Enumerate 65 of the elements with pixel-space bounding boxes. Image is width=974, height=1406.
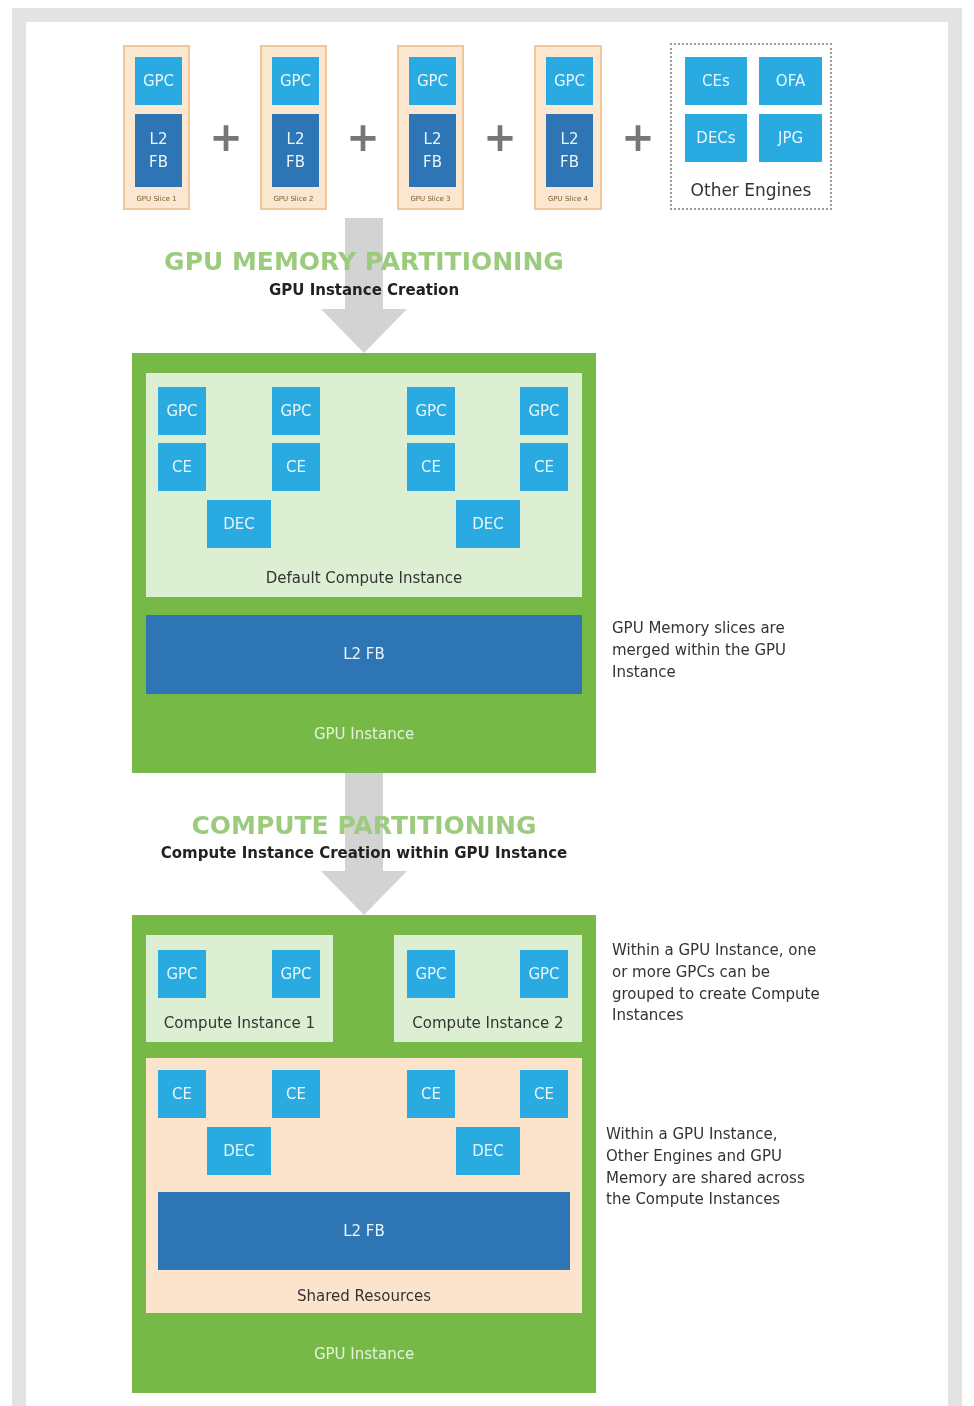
gpu-slice-card <box>260 45 327 210</box>
gpc-block: GPC <box>272 950 320 998</box>
panel-title: Other Engines <box>689 180 813 200</box>
side-note: Within a GPU Instance, Other Engines and GPU Memory are shared across the Compute Instances <box>606 1124 806 1211</box>
panel-title: Compute Instance 1 <box>162 1014 317 1032</box>
memory-block: L2 FB <box>546 114 593 187</box>
memory-block: L2 FB <box>409 114 456 187</box>
gpu-slice-card <box>397 45 464 210</box>
section-subheading: GPU Instance Creation <box>267 280 461 301</box>
compute-instance-panel <box>394 935 582 1042</box>
gpc-block: GPC <box>158 387 206 435</box>
engine-block: CE <box>407 1070 455 1118</box>
gpc-block: GPC <box>272 387 320 435</box>
side-note: Within a GPU Instance, one or more GPCs can be grouped to create Compute Instances <box>612 940 821 1027</box>
plus-sign: + <box>620 113 656 162</box>
plus-sign: + <box>345 113 381 162</box>
engine-block: DEC <box>456 1127 520 1175</box>
engine-block: OFA <box>759 57 822 105</box>
plus-sign: + <box>482 113 518 162</box>
memory-bar: L2 FB <box>158 1192 570 1270</box>
engine-block: DECs <box>685 114 747 162</box>
block-arrow <box>321 218 407 353</box>
gpc-block: GPC <box>520 387 568 435</box>
compute-instance-panel <box>146 935 333 1042</box>
block-arrow <box>321 773 407 915</box>
plus-sign: + <box>208 113 244 162</box>
gpu-instance-panel <box>132 915 596 1393</box>
engine-block: CE <box>272 443 320 491</box>
compute-instance-panel <box>146 373 582 597</box>
gpu-slice-card <box>534 45 602 210</box>
gpu-instance-panel <box>132 353 596 773</box>
engine-block: CE <box>407 443 455 491</box>
engine-block: CE <box>520 1070 568 1118</box>
engines-panel <box>670 43 832 210</box>
gpc-block: GPC <box>272 57 319 105</box>
shared-resources-panel <box>146 1058 582 1313</box>
section-subheading: Compute Instance Creation within GPU Instance <box>159 843 569 864</box>
section-heading: COMPUTE PARTITIONING <box>190 810 538 842</box>
engine-block: DEC <box>207 500 271 548</box>
gpc-block: GPC <box>546 57 593 105</box>
memory-block: L2 FB <box>135 114 182 187</box>
gpu-slice-card <box>123 45 190 210</box>
engine-block: CE <box>520 443 568 491</box>
engine-block: JPG <box>759 114 822 162</box>
panel-title: Default Compute Instance <box>264 569 464 587</box>
panel-title: GPU Instance <box>312 1345 416 1363</box>
engine-block: CE <box>272 1070 320 1118</box>
gpc-block: GPC <box>158 950 206 998</box>
panel-title: Shared Resources <box>295 1287 433 1305</box>
engine-block: DEC <box>456 500 520 548</box>
side-note: GPU Memory slices are merged within the GPU Instance <box>612 618 788 683</box>
gpc-block: GPC <box>409 57 456 105</box>
gpc-block: GPC <box>407 950 455 998</box>
memory-bar: L2 FB <box>146 615 582 694</box>
panel-title: GPU Instance <box>312 725 416 743</box>
gpc-block: GPC <box>407 387 455 435</box>
engine-block: CE <box>158 1070 206 1118</box>
gpc-block: GPC <box>135 57 182 105</box>
section-heading: GPU MEMORY PARTITIONING <box>163 246 565 278</box>
memory-block: L2 FB <box>272 114 319 187</box>
engine-block: DEC <box>207 1127 271 1175</box>
gpc-block: GPC <box>520 950 568 998</box>
panel-title: Compute Instance 2 <box>411 1014 565 1032</box>
engine-block: CEs <box>685 57 747 105</box>
engine-block: CE <box>158 443 206 491</box>
